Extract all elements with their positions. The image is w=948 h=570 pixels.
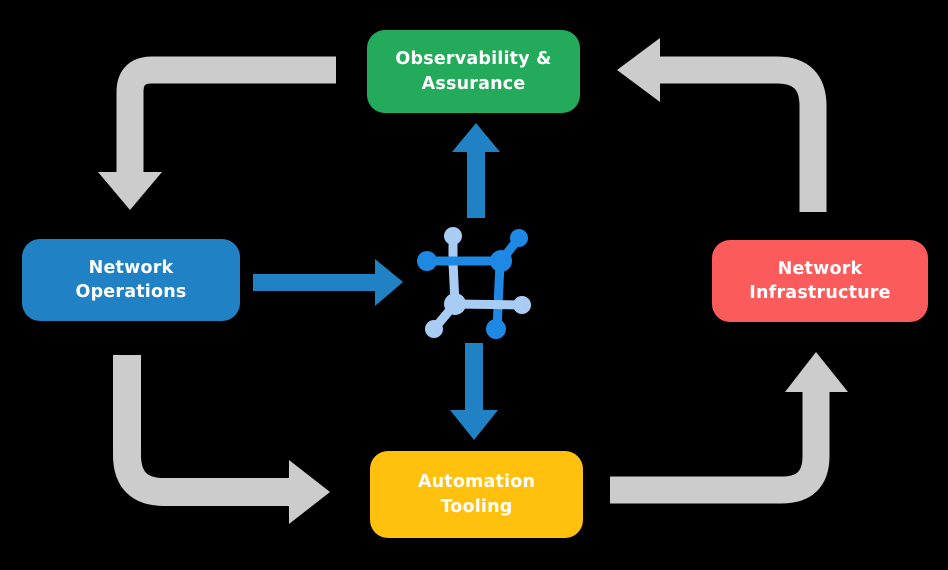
arrow-head: [785, 352, 848, 392]
node-label-line: Infrastructure: [749, 283, 891, 303]
icon-node: [417, 251, 437, 271]
node-label-line: Network: [88, 257, 174, 278]
arrow-head: [289, 460, 330, 524]
node-label-line: Operations: [75, 282, 187, 302]
icon-edge-bottom: [450, 299, 527, 310]
arrow-automation-to-infrastructure: [610, 352, 848, 504]
icon-edge-right: [492, 258, 505, 334]
node-label-line: Automation: [417, 472, 536, 493]
arrow-center-to-observability: [452, 123, 500, 218]
icon-node: [486, 319, 506, 339]
arrow-head: [617, 38, 660, 102]
node-label-line: Network: [777, 258, 863, 279]
node-label-line: Tooling: [440, 496, 513, 517]
arrow-head: [98, 172, 162, 210]
arrow-shaft: [660, 56, 827, 212]
arrow-shaft: [610, 392, 830, 504]
arrow-operations-to-automation: [113, 355, 330, 524]
network-nodes-icon: [417, 227, 531, 339]
node-label-line: Observability &: [395, 49, 552, 70]
icon-node: [425, 320, 443, 338]
arrow-operations-to-center: [253, 259, 403, 306]
arrow-center-to-automation: [450, 343, 498, 440]
node-network-operations: Network Operations: [22, 239, 240, 321]
icon-node: [444, 293, 466, 315]
icon-node: [444, 227, 462, 245]
node-automation-tooling: Automation Tooling: [370, 451, 583, 538]
arrow-shaft: [113, 355, 291, 506]
icon-node: [513, 296, 531, 314]
icon-node: [510, 229, 528, 247]
arrow-infrastructure-to-observability: [617, 38, 827, 212]
arrow-observability-to-operations: [98, 56, 336, 210]
arrow-shaft: [116, 56, 336, 174]
node-observability-assurance: Observability & Assurance: [367, 30, 580, 113]
icon-node: [490, 250, 512, 272]
node-network-infrastructure: Network Infrastructure: [712, 240, 928, 322]
node-label-line: Assurance: [421, 73, 526, 94]
